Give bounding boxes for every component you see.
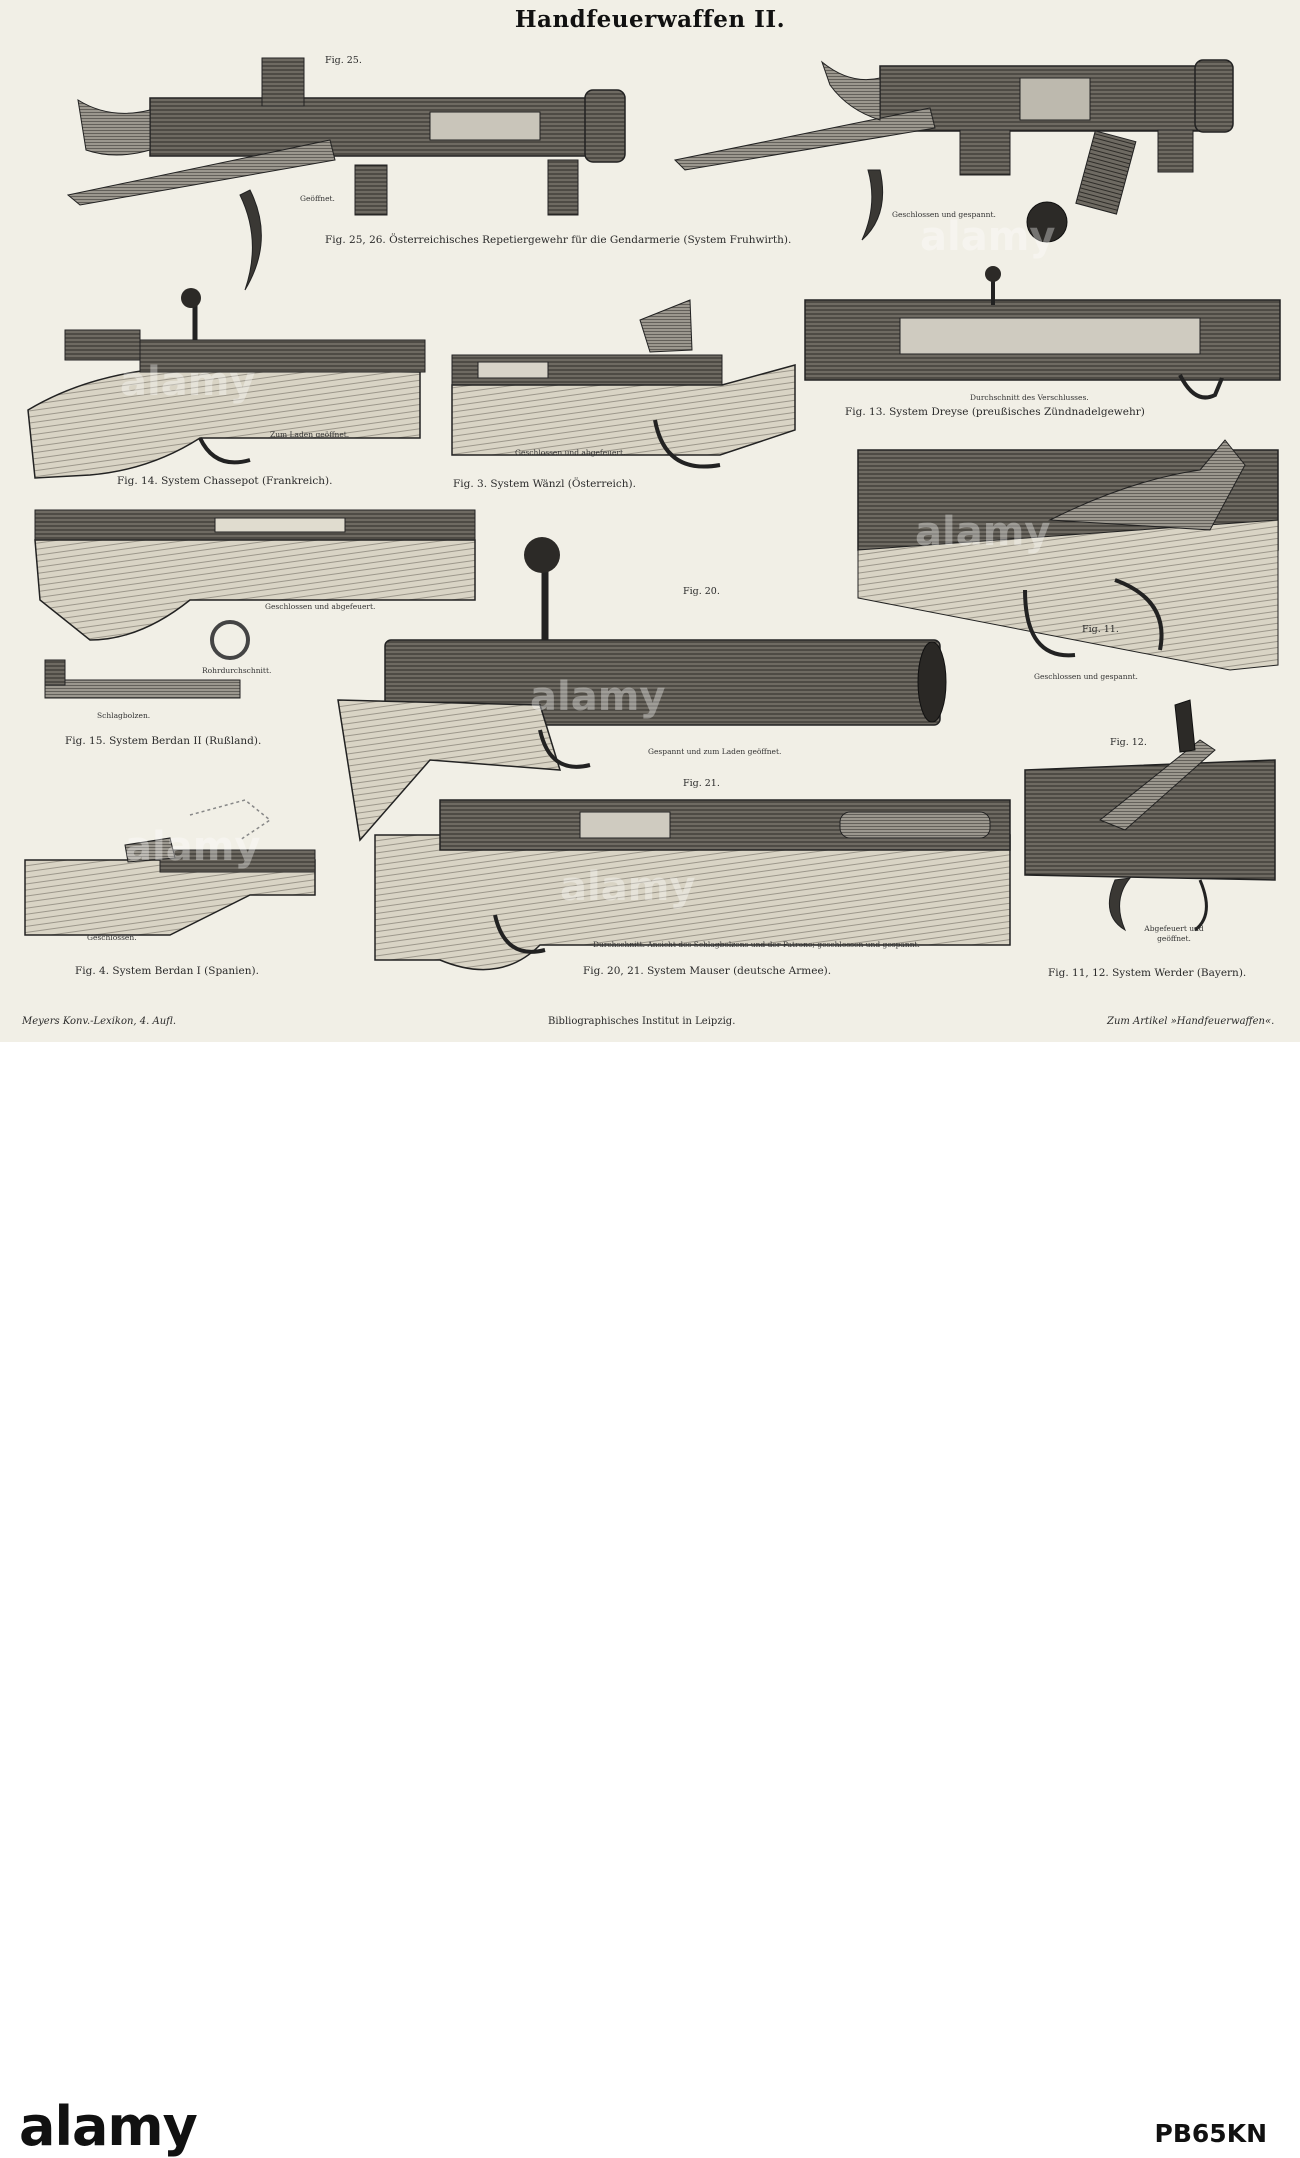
caption-fig-3: Fig. 3. System Wänzl (Österreich). [453,478,636,490]
engraving-plate: Handfeuerwaffen II. Fig. 25. Fig. 20. Fi… [0,0,1300,1042]
subcaption-geschlossen-abgefeuert-fig15: Geschlossen und abgefeuert. [265,602,376,611]
watermark-text: alamy [530,674,665,720]
fig-20-rifle [337,537,947,842]
fig-13-rifle [804,266,1281,400]
watermark-text: alamy [920,214,1055,260]
label-fig-21: Fig. 21. [683,778,720,789]
subcaption-geschlossen-gespannt-fig26: Geschlossen und gespannt. [892,210,996,219]
fig-21-rifle [374,799,1011,971]
fig-25-mechanism [66,57,626,291]
label-fig-11: Fig. 11. [1082,624,1119,635]
fig-3-rifle [451,299,796,469]
footer-right: Zum Artikel »Handfeuerwaffen«. [1107,1016,1275,1027]
subcaption-durchschnitt-verschluss: Durchschnitt des Verschlusses. [970,393,1089,402]
subcaption-schlagbolzen: Schlagbolzen. [97,711,151,720]
subcaption-abgefeuert: Abgefeuert und geöffnet. [1144,924,1204,943]
fig-11-rifle [857,439,1279,671]
caption-fig-11-12: Fig. 11, 12. System Werder (Bayern). [1048,967,1247,979]
caption-fig-13: Fig. 13. System Dreyse (preußisches Zünd… [845,406,1145,418]
fig-12-rifle [1024,699,1276,932]
stock-bar: alamy PB65KN [0,1042,1300,2157]
caption-fig-4: Fig. 4. System Berdan I (Spanien). [75,965,259,977]
subcaption-zum-laden: Zum Laden geöffnet. [270,430,350,439]
label-fig-25: Fig. 25. [325,55,362,66]
caption-fig-15: Fig. 15. System Berdan II (Rußland). [65,735,262,747]
subcaption-geschlossen-abgefeuert-fig3: Geschlossen und abgefeuert. [515,448,626,457]
subcaption-geoeffnet: Geöffnet. [300,194,335,203]
footer-left: Meyers Konv.-Lexikon, 4. Aufl. [22,1016,177,1027]
subcaption-rohrdurchschnitt: Rohrdurchschnitt. [202,666,272,675]
watermark-layer: alamy alamy alamy alamy alamy alamy [120,214,1055,910]
plate-title: Handfeuerwaffen II. [514,6,786,33]
watermark-text: alamy [125,824,260,870]
watermark-text: alamy [560,864,695,910]
label-fig-12: Fig. 12. [1110,737,1147,748]
watermark-text: alamy [120,359,255,405]
rifle-mechanisms-illustration [24,57,1281,971]
footer-center: Bibliographisches Institut in Leipzig. [548,1016,736,1027]
fig-15-rifle [34,509,476,699]
subcaption-gespannt-laden: Gespannt und zum Laden geöffnet. [648,747,782,756]
subcaption-geschlossen-gespannt-fig11: Geschlossen und gespannt. [1034,672,1138,681]
subcaption-geschlossen: Geschlossen. [87,933,137,942]
label-fig-20: Fig. 20. [683,586,720,597]
alamy-logo: alamy [19,2095,198,2158]
caption-fig-25-26: Fig. 25, 26. Österreichisches Repetierge… [325,234,792,246]
caption-fig-14: Fig. 14. System Chassepot (Frankreich). [117,475,333,487]
fig-26-mechanism [673,59,1234,243]
fig-14-rifle [27,288,426,479]
caption-fig-20-21: Fig. 20, 21. System Mauser (deutsche Arm… [583,965,832,977]
subcaption-durchschnitt-mauser: Durchschnitt. Ansicht des Schlagbolzens … [593,940,920,949]
stock-image-id: PB65KN [1154,2119,1267,2148]
watermark-text: alamy [915,509,1050,555]
fig-4-rifle [24,799,316,936]
